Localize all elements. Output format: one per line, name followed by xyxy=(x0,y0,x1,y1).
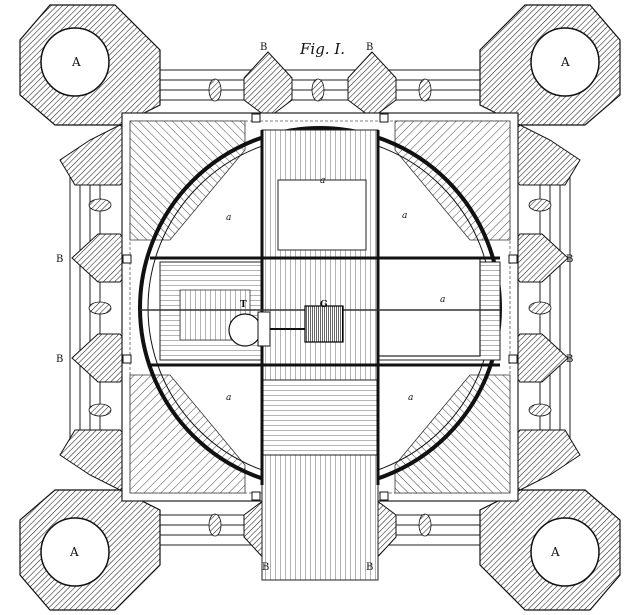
label-bastion-top-1: B xyxy=(260,42,267,53)
label-bastion-left-1: B xyxy=(56,254,63,265)
central-machinery xyxy=(228,305,344,347)
label-bastion-left-2: B xyxy=(56,354,63,365)
label-bastion-bottom-2: B xyxy=(366,562,373,573)
label-tower-tr: A xyxy=(560,55,570,69)
label-tower-br: A xyxy=(550,545,560,559)
label-a-top: a xyxy=(320,176,325,186)
figure-title: Fig. I. xyxy=(299,40,345,58)
label-a-lower-right: a xyxy=(408,393,413,403)
label-bastion-right-2: B xyxy=(566,354,573,365)
label-a-lower-left: a xyxy=(226,393,231,403)
labels: Fig. I. A A A A B B B B B B B B a a a a … xyxy=(56,40,573,573)
label-a-upper-left: a xyxy=(226,213,231,223)
label-bastion-top-2: B xyxy=(366,42,373,53)
label-bastion-bottom-1: B xyxy=(262,562,269,573)
label-tower-bl: A xyxy=(69,545,79,559)
label-equipment-t: T xyxy=(240,300,247,310)
label-equipment-g: G xyxy=(320,300,328,310)
label-tower-tl: A xyxy=(71,55,81,69)
label-bastion-right-1: B xyxy=(566,254,573,265)
inner-framework xyxy=(122,113,518,581)
label-a-right: a xyxy=(440,295,445,305)
rampart-lenses xyxy=(88,78,552,537)
label-a-upper-right: a xyxy=(402,211,407,221)
